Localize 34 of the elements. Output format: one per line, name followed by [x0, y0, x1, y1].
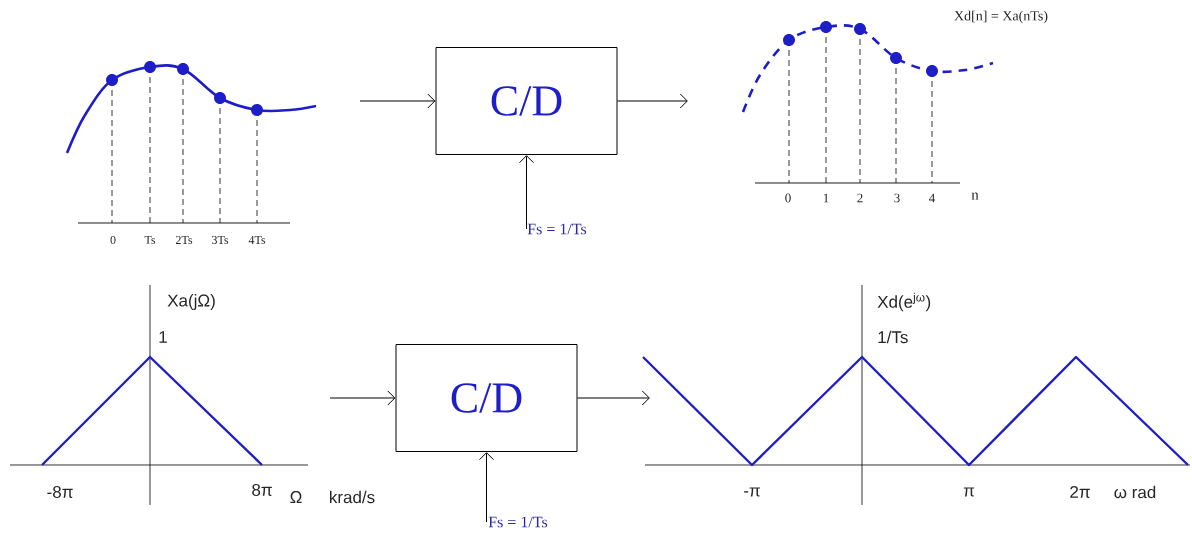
- tick-label: 0: [110, 235, 116, 245]
- tick-label: 0: [785, 193, 791, 203]
- arrow: [329, 390, 396, 406]
- tick-label: 1/Ts: [878, 330, 908, 344]
- arrow: [577, 390, 650, 406]
- arrow: [359, 93, 436, 109]
- arrow: [519, 155, 534, 230]
- input-label: Fs = 1/Ts: [488, 516, 548, 528]
- converter-box: C/D: [395, 344, 578, 452]
- input-label: Fs = 1/Ts: [527, 223, 587, 235]
- tick-label: 8π: [252, 483, 272, 496]
- tick-label: 4: [929, 193, 936, 203]
- axis-label: n: [971, 192, 979, 200]
- tick-label: 2Ts: [175, 235, 193, 244]
- tick-label: 1: [159, 331, 167, 343]
- tick-label: -8π: [47, 485, 73, 498]
- tick-label: 2: [857, 193, 863, 203]
- tick-label: 3: [894, 193, 900, 203]
- arrow: [617, 93, 688, 109]
- tick-label: Ts: [144, 236, 156, 244]
- tick-label: 1: [823, 193, 829, 203]
- equation-label: Xd[n] = Xa(nTs): [954, 10, 1048, 24]
- converter-box: C/D: [435, 47, 618, 155]
- arrow: [479, 452, 494, 523]
- axis-label: Xd(e$^{jω}$): [877, 292, 931, 312]
- axis-label: ω rad: [1114, 485, 1156, 499]
- tick-label: π: [963, 487, 975, 497]
- tick-label: 4Ts: [248, 236, 266, 244]
- tick-label: 3Ts: [212, 235, 229, 244]
- tick-label: 2π: [1070, 485, 1090, 498]
- axis-label: Ω: [290, 491, 302, 503]
- axis-label: krad/s: [330, 490, 375, 504]
- axis-label: Xa(jΩ): [167, 294, 215, 310]
- tick-label: -π: [744, 487, 760, 497]
